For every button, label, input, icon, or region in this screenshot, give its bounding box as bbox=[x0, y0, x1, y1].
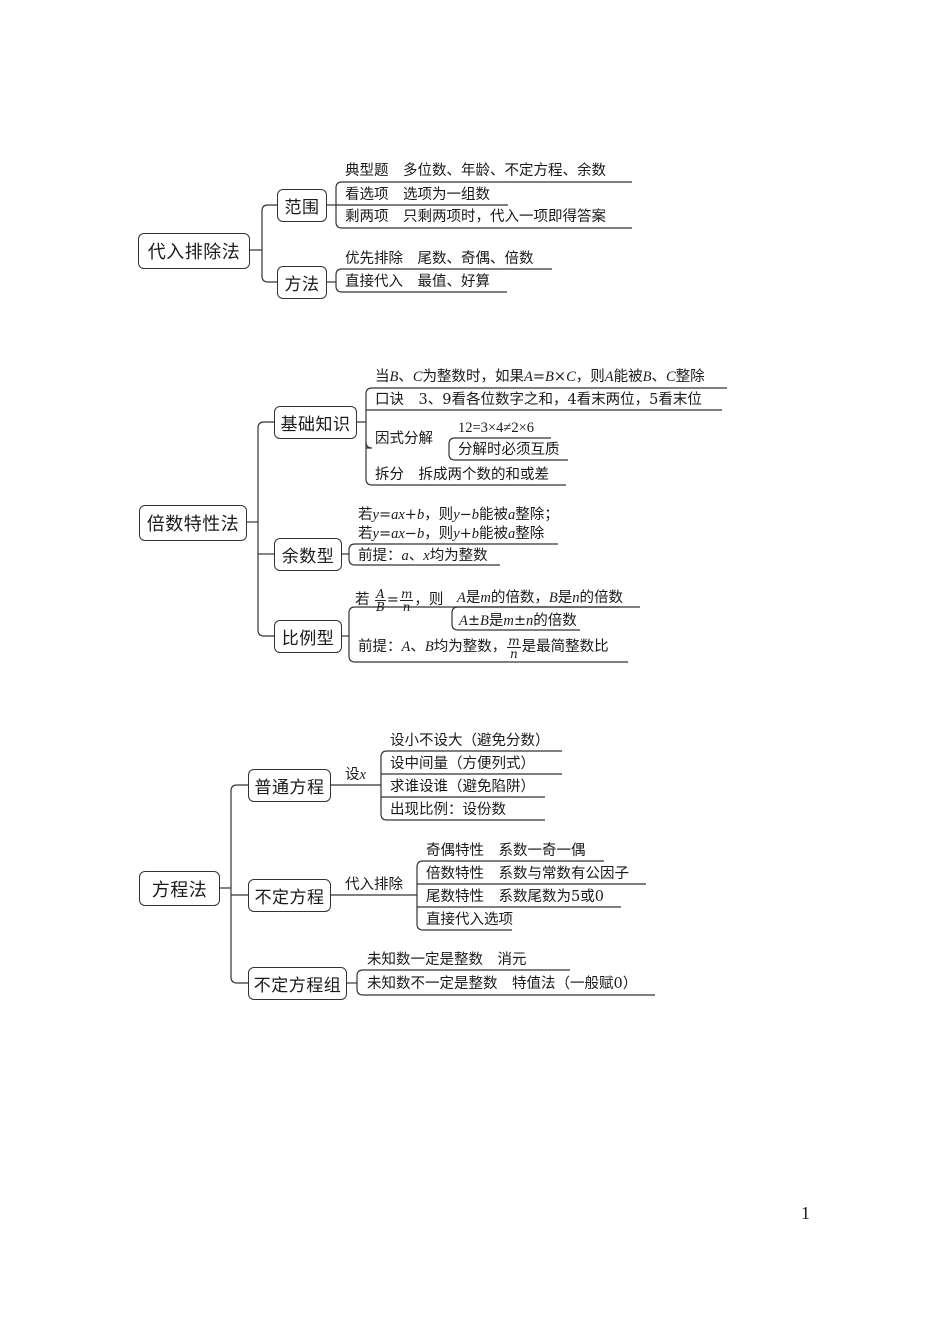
branch-node-ratio: 比例型 bbox=[274, 620, 342, 653]
root-node-multiple-property: 倍数特性法 bbox=[139, 505, 247, 541]
sub-leaf-text: 分解时必须互质 bbox=[458, 442, 560, 458]
root-node-equation: 方程法 bbox=[139, 871, 220, 906]
leaf-text: 前提：a、x均为整数 bbox=[358, 548, 488, 564]
leaf-text: 未知数不一定是整数 特值法（一般赋0） bbox=[367, 976, 638, 992]
leaf-text: 求谁设谁（避免陷阱） bbox=[390, 779, 535, 795]
leaf-text: 优先排除 尾数、奇偶、倍数 bbox=[345, 251, 534, 267]
sub-leaf-text: A±B是m±n的倍数 bbox=[459, 613, 577, 629]
leaf-text: 直接代入选项 bbox=[426, 912, 513, 928]
leaf-text: 若y=ax−b，则y+b能被a整除 bbox=[358, 526, 545, 542]
leaf-text: 口诀 3、9看各位数字之和，4看末两位，5看末位 bbox=[375, 392, 702, 408]
page-number: 1 bbox=[801, 1203, 810, 1223]
leaf-text: 未知数一定是整数 消元 bbox=[367, 952, 527, 968]
leaf-text: 典型题 多位数、年龄、不定方程、余数 bbox=[345, 163, 606, 179]
leaf-text: 倍数特性 系数与常数有公因子 bbox=[426, 866, 629, 882]
branch-node-indeterminate-equation: 不定方程 bbox=[248, 879, 331, 912]
sub-leaf-text: A是m的倍数，B是n的倍数 bbox=[457, 590, 623, 606]
branch-node-scope: 范围 bbox=[277, 189, 327, 222]
leaf-text: 若y=ax+b，则y−b能被a整除； bbox=[358, 507, 559, 523]
branch-node-basics: 基础知识 bbox=[274, 406, 357, 439]
leaf-text: 尾数特性 系数尾数为5或0 bbox=[426, 889, 604, 905]
leaf-text: 出现比例：设份数 bbox=[390, 802, 506, 818]
branch-node-indeterminate-system: 不定方程组 bbox=[248, 967, 347, 1000]
leaf-text: 剩两项 只剩两项时，代入一项即得答案 bbox=[345, 209, 606, 225]
leaf-text: 因式分解 bbox=[375, 431, 433, 447]
branch-node-remainder: 余数型 bbox=[274, 538, 342, 571]
branch-node-method: 方法 bbox=[277, 266, 327, 299]
connector-label: 设x bbox=[345, 767, 366, 783]
leaf-text: 拆分 拆成两个数的和或差 bbox=[375, 467, 549, 483]
sub-leaf-text: 12=3×4≠2×6 bbox=[458, 420, 534, 436]
connector-label: 代入排除 bbox=[345, 877, 403, 893]
leaf-text: 直接代入 最值、好算 bbox=[345, 274, 490, 290]
leaf-text: 设小不设大（避免分数） bbox=[390, 733, 550, 749]
leaf-text: 设中间量（方便列式） bbox=[390, 756, 535, 772]
branch-node-ordinary-equation: 普通方程 bbox=[248, 769, 331, 802]
leaf-text: 奇偶特性 系数一奇一偶 bbox=[426, 843, 586, 859]
leaf-text: 当B、C为整数时，如果A=B×C，则A能被B、C整除 bbox=[375, 369, 705, 385]
leaf-text: 看选项 选项为一组数 bbox=[345, 187, 490, 203]
root-node-substitution-elimination: 代入排除法 bbox=[138, 233, 250, 269]
